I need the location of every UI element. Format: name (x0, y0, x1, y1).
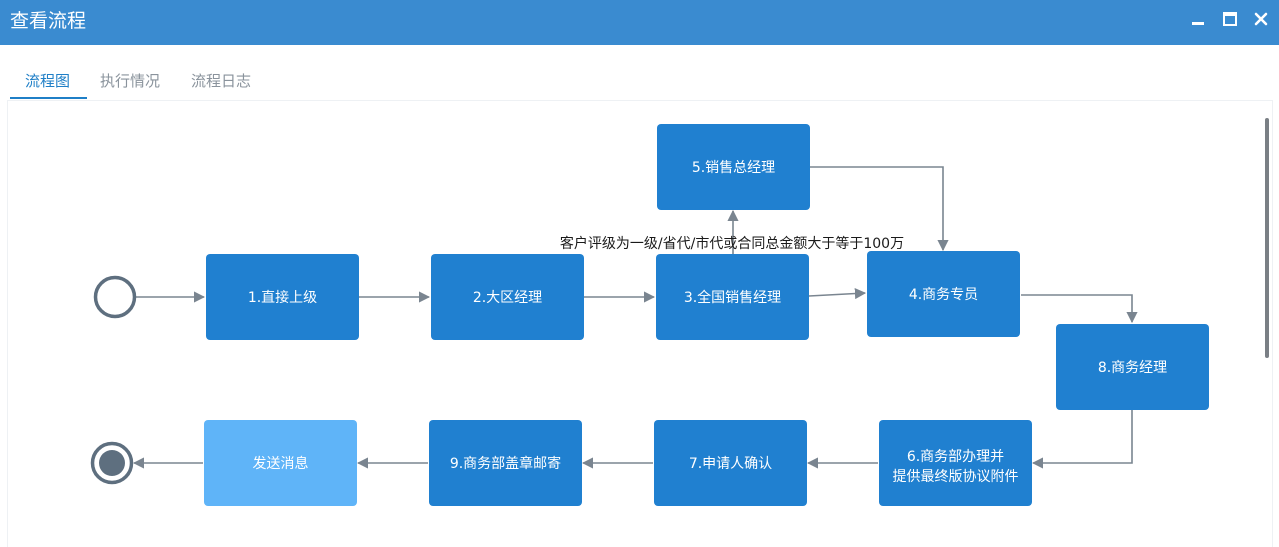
task-send-message-label: 发送消息 (253, 455, 309, 472)
diagram-panel (7, 100, 1273, 547)
maximize-icon[interactable] (1221, 10, 1239, 28)
end-event[interactable] (90, 441, 134, 485)
condition-label: 客户评级为一级/省代/市代或合同总金额大于等于100万 (560, 235, 904, 252)
edge-4-to-8 (1021, 294, 1138, 324)
task-9[interactable]: 9.商务部盖章邮寄 (429, 420, 582, 506)
tab-flowchart[interactable]: 流程图 (25, 72, 71, 90)
edge-8-to-6 (1031, 410, 1133, 469)
edge-5-to-4 (810, 166, 949, 252)
task-3[interactable]: 3.全国销售经理 (656, 254, 809, 340)
task-9-label: 9.商务部盖章邮寄 (450, 455, 561, 472)
task-6-label-line1: 6.商务部办理并 (907, 449, 1004, 465)
task-6-label-line2: 提供最终版协议附件 (893, 469, 1019, 485)
start-event[interactable] (93, 275, 137, 319)
task-8-label: 8.商务经理 (1098, 360, 1167, 376)
close-icon[interactable] (1252, 10, 1270, 28)
window-titlebar: 查看流程 (0, 0, 1279, 45)
task-3-label: 3.全国销售经理 (684, 289, 781, 306)
task-1-label: 1.直接上级 (248, 289, 317, 306)
active-tab-indicator (10, 97, 87, 99)
task-5-label: 5.销售总经理 (692, 160, 775, 176)
task-6[interactable]: 6.商务部办理并 提供最终版协议附件 (879, 420, 1032, 506)
task-send-message[interactable]: 发送消息 (204, 420, 357, 506)
edge-3-to-4 (808, 287, 867, 300)
task-5[interactable]: 5.销售总经理 (657, 124, 810, 210)
task-4[interactable]: 4.商务专员 (867, 251, 1020, 337)
task-7-label: 7.申请人确认 (689, 456, 772, 472)
tab-log[interactable]: 流程日志 (191, 72, 252, 90)
window-title: 查看流程 (10, 10, 87, 32)
task-8[interactable]: 8.商务经理 (1056, 324, 1209, 410)
task-2-label: 2.大区经理 (473, 290, 542, 306)
minimize-icon[interactable] (1189, 10, 1207, 28)
task-2[interactable]: 2.大区经理 (431, 254, 584, 340)
vertical-scrollbar[interactable] (1265, 118, 1269, 358)
tab-bar: 流程图 执行情况 流程日志 (0, 45, 1279, 100)
tab-execution[interactable]: 执行情况 (100, 72, 161, 90)
task-7[interactable]: 7.申请人确认 (654, 420, 807, 506)
task-1[interactable]: 1.直接上级 (206, 254, 359, 340)
edges (132, 166, 1138, 469)
task-4-label: 4.商务专员 (909, 287, 978, 303)
